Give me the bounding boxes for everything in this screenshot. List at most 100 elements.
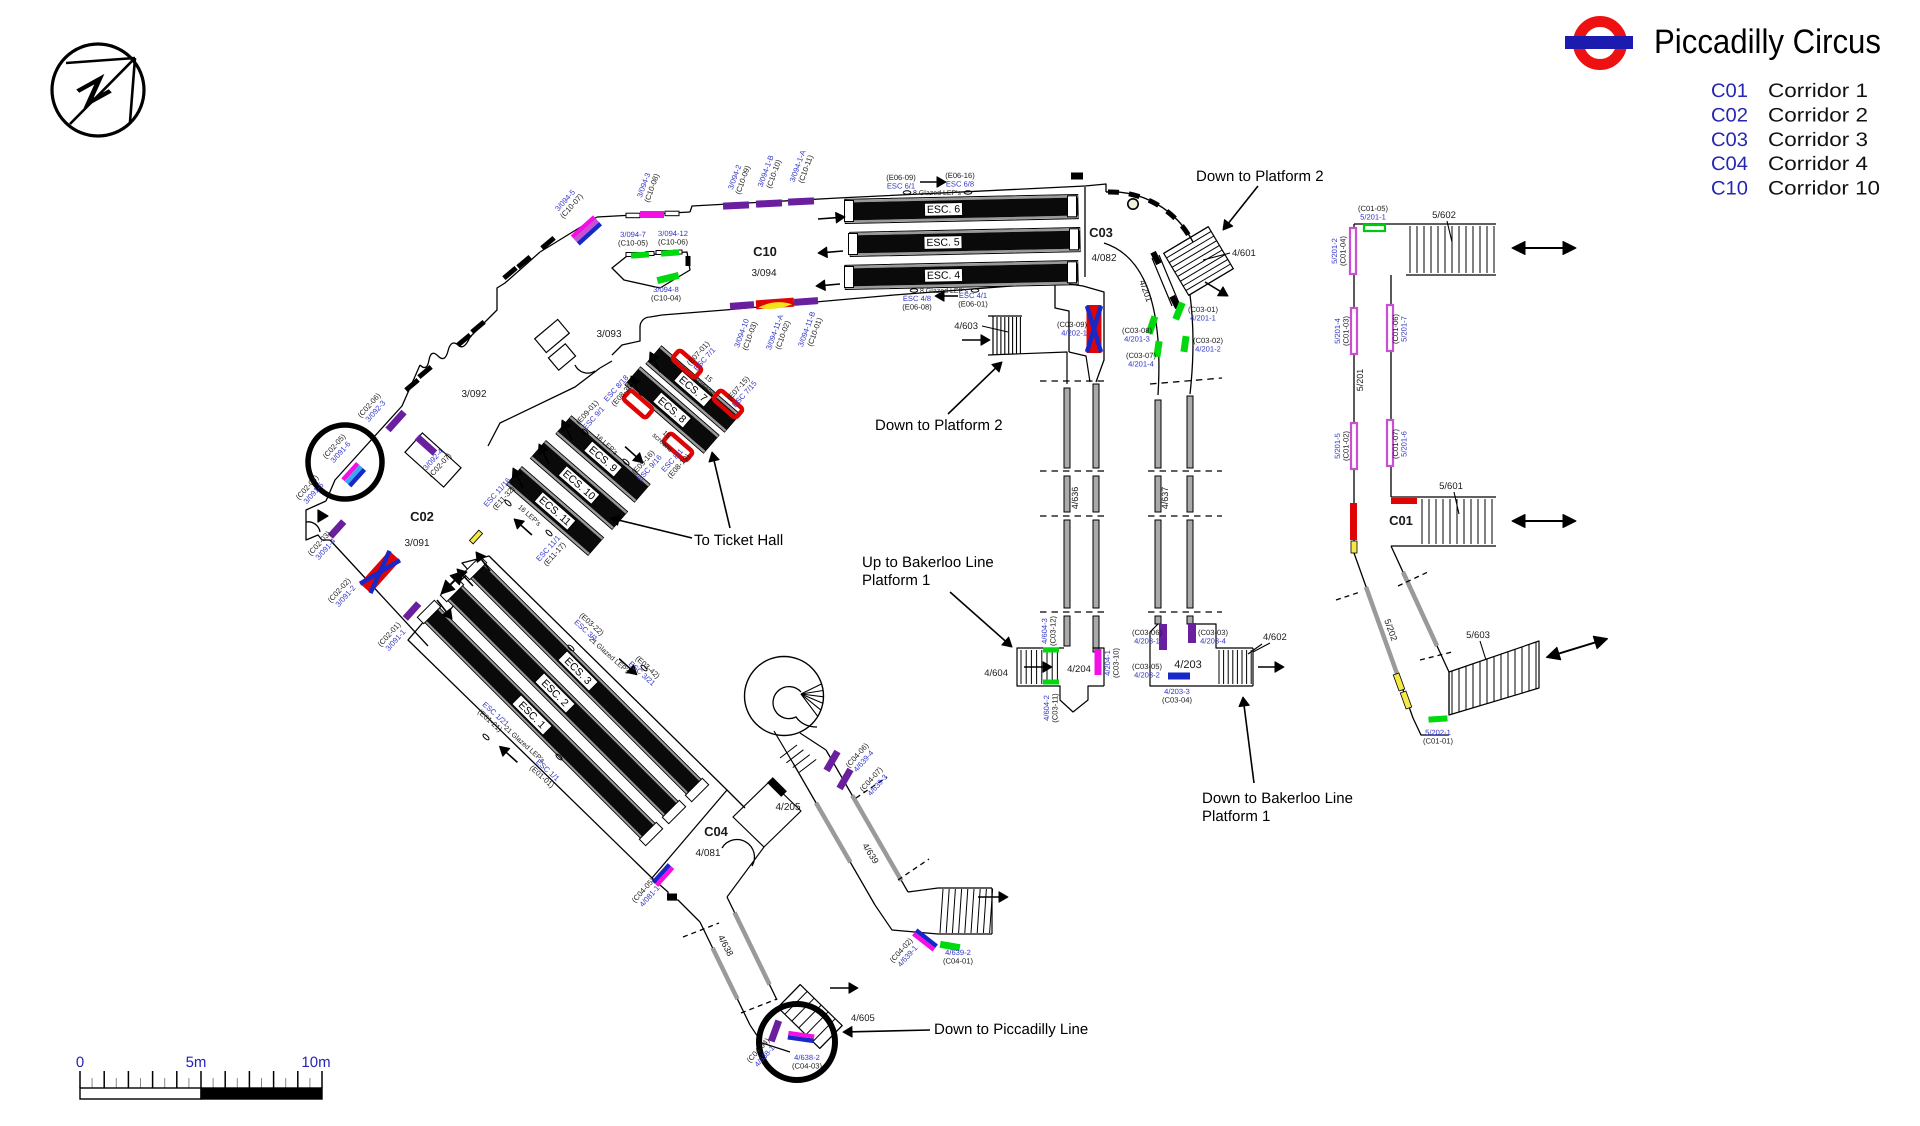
svg-text:4/603: 4/603 — [954, 321, 978, 332]
svg-text:(C03-11): (C03-11) — [1051, 693, 1060, 723]
svg-text:Piccadilly Circus: Piccadilly Circus — [1654, 23, 1881, 61]
svg-text:ESC 4/8: ESC 4/8 — [903, 294, 931, 303]
svg-text:5/201-2: 5/201-2 — [1330, 238, 1339, 264]
svg-text:Down to Platform 2: Down to Platform 2 — [1196, 168, 1324, 185]
svg-text:(C03-10): (C03-10) — [1112, 648, 1121, 678]
svg-text:C03: C03 — [1089, 225, 1113, 240]
svg-text:ESC 6/8: ESC 6/8 — [946, 180, 974, 189]
svg-text:Corridor 10: Corridor 10 — [1768, 178, 1880, 200]
svg-text:(C01-07): (C01-07) — [1391, 429, 1400, 459]
svg-text:(C03-07): (C03-07) — [1126, 351, 1156, 360]
svg-text:15: 15 — [703, 374, 714, 384]
svg-text:4/604-2: 4/604-2 — [1042, 695, 1051, 721]
svg-text:ESC. 4: ESC. 4 — [927, 269, 961, 282]
svg-text:(C03-02): (C03-02) — [1193, 336, 1223, 345]
svg-text:Up to Bakerloo Line: Up to Bakerloo Line — [862, 554, 994, 571]
svg-text:3/091: 3/091 — [404, 538, 429, 549]
svg-text:4/203-1: 4/203-1 — [1134, 637, 1160, 646]
svg-text:5/201-5: 5/201-5 — [1333, 433, 1342, 459]
svg-text:4/081: 4/081 — [695, 848, 720, 859]
svg-text:5/603: 5/603 — [1466, 630, 1490, 641]
svg-text:3/094-8: 3/094-8 — [653, 285, 679, 294]
svg-text:5/201-7: 5/201-7 — [1400, 316, 1409, 342]
svg-text:(E06-09): (E06-09) — [886, 173, 916, 182]
svg-text:5/201: 5/201 — [1355, 369, 1365, 392]
svg-text:C10: C10 — [753, 244, 777, 259]
svg-text:C02: C02 — [410, 509, 434, 524]
svg-text:To Ticket Hall: To Ticket Hall — [694, 532, 783, 549]
svg-text:(C04-03): (C04-03) — [792, 1062, 822, 1071]
svg-text:5/201-1: 5/201-1 — [1360, 213, 1386, 222]
svg-text:4/637: 4/637 — [1160, 487, 1170, 510]
svg-text:(C03-03): (C03-03) — [1198, 628, 1228, 637]
svg-text:3/093: 3/093 — [596, 329, 621, 340]
svg-text:4/203-2: 4/203-2 — [1134, 671, 1160, 680]
svg-text:5/201-4: 5/201-4 — [1333, 318, 1342, 344]
svg-text:ESC. 6: ESC. 6 — [927, 203, 961, 216]
svg-text:(C10-05): (C10-05) — [618, 239, 648, 248]
svg-text:4/082: 4/082 — [1091, 253, 1116, 264]
svg-text:4/203-3: 4/203-3 — [1164, 687, 1190, 696]
svg-text:4/601: 4/601 — [1232, 248, 1256, 259]
svg-text:(C03-06): (C03-06) — [1132, 628, 1162, 637]
svg-text:Corridor 1: Corridor 1 — [1768, 80, 1868, 102]
svg-text:3/094: 3/094 — [751, 268, 776, 279]
svg-text:(C03-12): (C03-12) — [1049, 616, 1058, 646]
svg-text:4/201-2: 4/201-2 — [1195, 345, 1221, 354]
svg-text:(C04-01): (C04-01) — [943, 957, 973, 966]
svg-text:4/203: 4/203 — [1174, 659, 1202, 671]
svg-text:ESC 6/1: ESC 6/1 — [887, 182, 915, 191]
svg-text:(C10-04): (C10-04) — [651, 294, 681, 303]
svg-text:3/094-7: 3/094-7 — [620, 230, 646, 239]
svg-text:4/638-2: 4/638-2 — [794, 1053, 820, 1062]
svg-text:(C01-04): (C01-04) — [1339, 236, 1348, 266]
svg-text:5/602: 5/602 — [1432, 210, 1456, 221]
svg-text:(E06-01): (E06-01) — [958, 300, 988, 309]
svg-text:(E06-16): (E06-16) — [945, 171, 975, 180]
svg-text:4/202-1: 4/202-1 — [1061, 329, 1087, 338]
svg-text:5/201-6: 5/201-6 — [1400, 431, 1409, 457]
svg-text:(C01-01): (C01-01) — [1423, 737, 1453, 746]
svg-text:C04: C04 — [1711, 153, 1748, 175]
svg-text:(C03-01): (C03-01) — [1188, 305, 1218, 314]
svg-text:3/092: 3/092 — [461, 389, 486, 400]
svg-text:5/601: 5/601 — [1439, 481, 1463, 492]
svg-text:5/202-1: 5/202-1 — [1425, 728, 1451, 737]
svg-text:15: 15 — [661, 430, 672, 440]
svg-text:4/201-3: 4/201-3 — [1124, 335, 1150, 344]
svg-text:4/639-2: 4/639-2 — [945, 948, 971, 957]
svg-text:0: 0 — [76, 1054, 84, 1071]
svg-text:4/201-4: 4/201-4 — [1128, 360, 1154, 369]
svg-text:Down to Bakerloo Line: Down to Bakerloo Line — [1202, 790, 1353, 807]
svg-text:4/605: 4/605 — [851, 1013, 875, 1024]
svg-text:(C03-05): (C03-05) — [1132, 662, 1162, 671]
svg-text:Corridor 4: Corridor 4 — [1768, 153, 1868, 175]
svg-text:4/636: 4/636 — [1070, 487, 1080, 510]
svg-text:4/204: 4/204 — [1067, 664, 1091, 675]
svg-text:(C01-05): (C01-05) — [1358, 204, 1388, 213]
svg-text:Corridor 3: Corridor 3 — [1768, 129, 1868, 151]
svg-text:C02: C02 — [1711, 104, 1748, 126]
svg-text:Down to Piccadilly Line: Down to Piccadilly Line — [934, 1021, 1088, 1038]
svg-text:C01: C01 — [1389, 513, 1413, 528]
svg-text:C01: C01 — [1711, 80, 1748, 102]
svg-text:4/203-4: 4/203-4 — [1200, 637, 1226, 646]
svg-text:Down to Platform 2: Down to Platform 2 — [875, 417, 1003, 434]
svg-text:3/094-12: 3/094-12 — [658, 229, 688, 238]
svg-text:(C03-09): (C03-09) — [1057, 320, 1087, 329]
svg-text:Corridor 2: Corridor 2 — [1768, 104, 1868, 126]
svg-text:4/201-1: 4/201-1 — [1190, 314, 1216, 323]
svg-text:5m: 5m — [186, 1054, 207, 1071]
svg-text:(C10-06): (C10-06) — [658, 238, 688, 247]
svg-text:4/604-3: 4/604-3 — [1040, 618, 1049, 644]
svg-text:10m: 10m — [301, 1054, 330, 1071]
svg-text:4/205: 4/205 — [775, 802, 800, 813]
svg-text:4/602: 4/602 — [1263, 632, 1287, 643]
svg-text:(E06-08): (E06-08) — [902, 303, 932, 312]
svg-text:C04: C04 — [704, 824, 729, 839]
svg-text:C03: C03 — [1711, 129, 1748, 151]
svg-text:C10: C10 — [1711, 178, 1748, 200]
svg-text:(C01-06): (C01-06) — [1391, 314, 1400, 344]
svg-text:Platform 1: Platform 1 — [1202, 808, 1270, 825]
svg-text:(C01-02): (C01-02) — [1342, 431, 1351, 461]
